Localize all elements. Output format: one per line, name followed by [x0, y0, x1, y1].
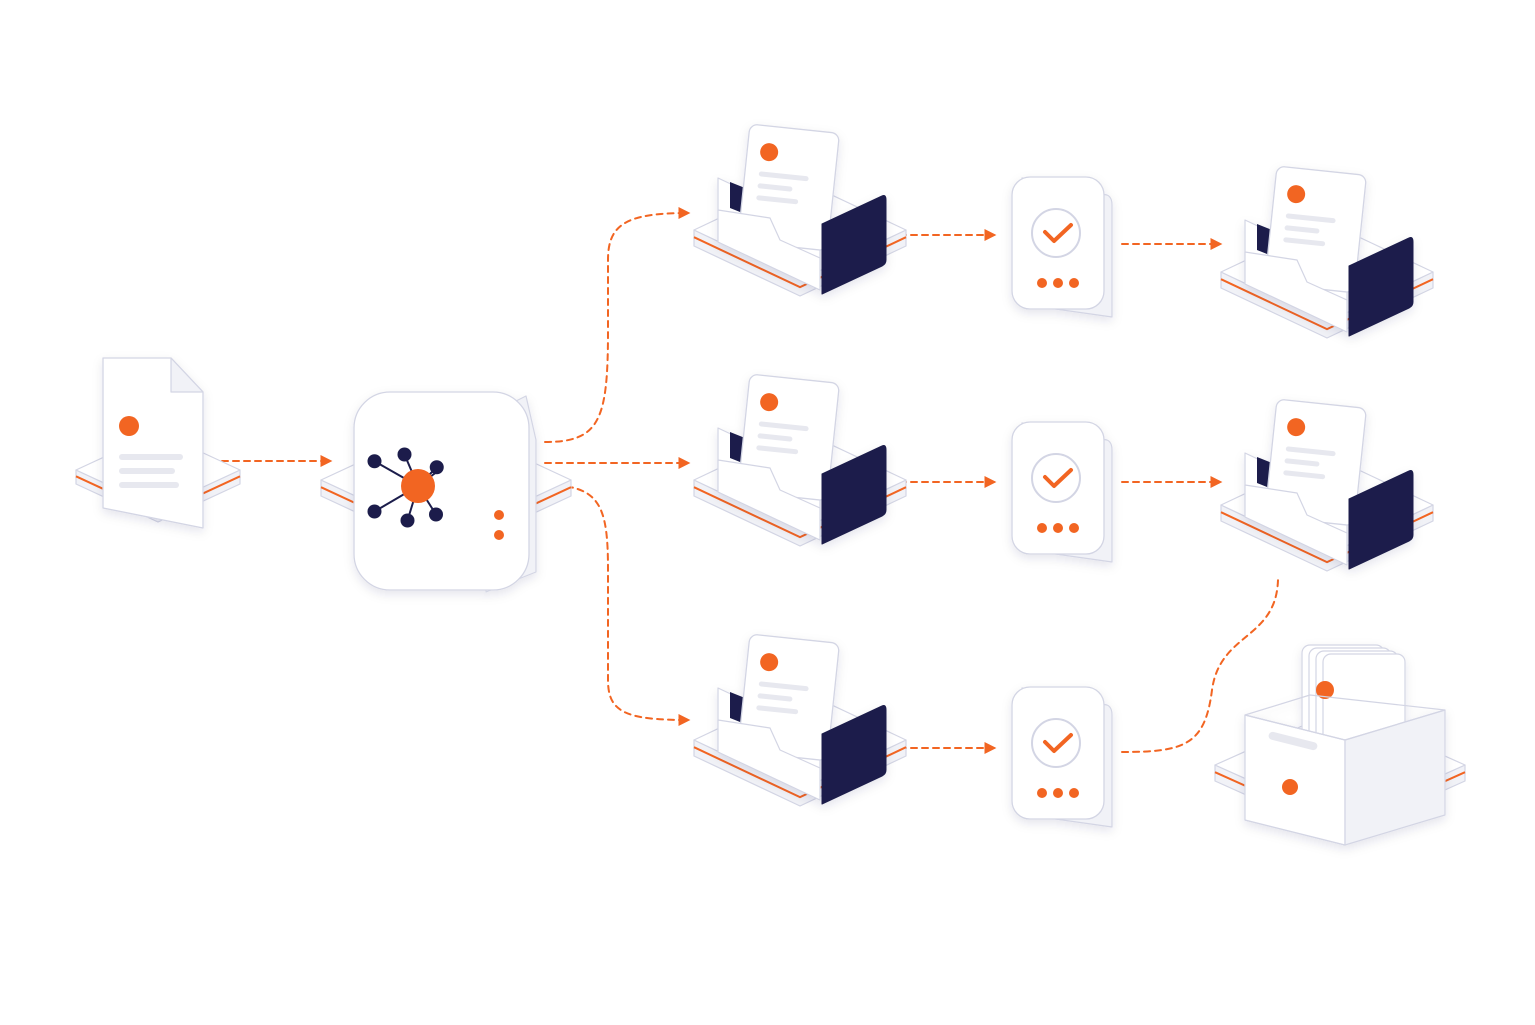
- document-icon: [75, 357, 241, 529]
- check-badge-icon: [1011, 686, 1113, 828]
- archive-box: [1214, 644, 1466, 846]
- check-badge-icon: [1011, 421, 1113, 563]
- inbox-tray-3: [693, 634, 907, 807]
- inbox-tray-icon: [1220, 166, 1434, 339]
- connector-layer: [221, 207, 1279, 754]
- connector-distribution-hub-to-inbox-tray-1: [544, 207, 691, 443]
- approval-check-3: [1011, 686, 1113, 828]
- inbox-tray-icon: [693, 634, 907, 807]
- approval-check-2: [1011, 421, 1113, 563]
- inbox-tray-icon: [1220, 399, 1434, 572]
- connector-approval-check-3-to-outbox-tray-2: [1121, 579, 1279, 753]
- network-hub-icon: [320, 391, 572, 593]
- approval-check-1: [1011, 176, 1113, 318]
- outbox-tray-2: [1220, 399, 1434, 572]
- connector-distribution-hub-to-inbox-tray-3: [544, 484, 691, 726]
- distribution-hub: [320, 391, 572, 593]
- inbox-tray-2: [693, 374, 907, 547]
- source-document: [75, 357, 241, 529]
- inbox-tray-icon: [693, 124, 907, 297]
- inbox-tray-1: [693, 124, 907, 297]
- node-layer: [75, 124, 1466, 846]
- inbox-tray-icon: [693, 374, 907, 547]
- check-badge-icon: [1011, 176, 1113, 318]
- archive-box-icon: [1214, 644, 1466, 846]
- outbox-tray-1: [1220, 166, 1434, 339]
